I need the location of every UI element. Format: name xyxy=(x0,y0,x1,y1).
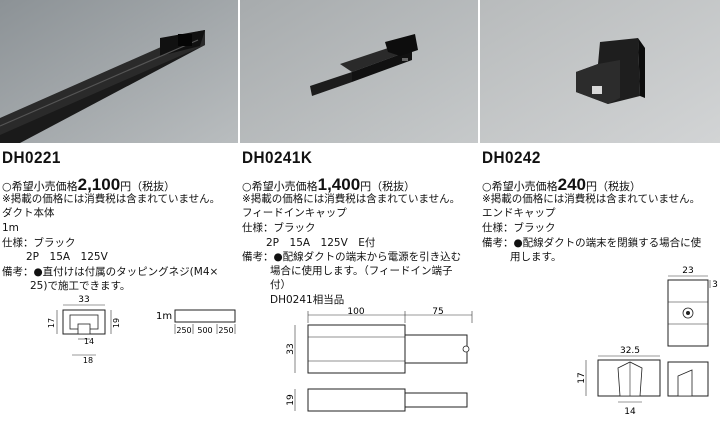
spec-color: 仕様：ブラック xyxy=(482,222,556,234)
product-name: エンドキャップ xyxy=(482,207,556,219)
note-line-1: 備考：●配線ダクトの端末を閉鎖する場合に使 xyxy=(482,237,702,249)
product-name: フィードインキャップ xyxy=(242,207,347,219)
product-length: 1m xyxy=(2,222,19,234)
product-photo-feedin-cap xyxy=(240,0,478,143)
length-label: 1m xyxy=(156,311,172,322)
model-number: DH0241K xyxy=(242,148,313,167)
price-value: 1,400 xyxy=(317,175,361,194)
spec-color: 仕様：ブラック xyxy=(242,222,316,234)
dim-seg-1: 250 xyxy=(176,326,191,335)
dim-height: 17 xyxy=(577,372,587,383)
equivalent-model: DH0241相当品 xyxy=(270,294,345,306)
dim-length-b: 75 xyxy=(432,307,443,317)
product-dh0242: DH0242 ○希望小売価格240円（税抜） ※掲載の価格には消費税は含まれてい… xyxy=(480,0,720,424)
price-line: ○希望小売価格240円（税抜） xyxy=(482,175,641,194)
price-value: 240 xyxy=(557,175,586,194)
note-line-2: 25)で施工できます。 xyxy=(30,280,131,292)
spec-rating: 2P 15A 125V E付 xyxy=(266,237,376,249)
dim-height: 33 xyxy=(286,343,296,354)
model-number: DH0221 xyxy=(2,148,61,167)
spec-color: 仕様：ブラック xyxy=(2,237,76,249)
product-dh0221: DH0221 ○希望小売価格2,100円（税抜） ※掲載の価格には消費税は含まれ… xyxy=(0,0,240,424)
dim-height-2: 19 xyxy=(286,394,296,406)
dimension-drawing-feedin-cap: 100 75 33 19 xyxy=(286,307,473,412)
dim-side: 3 xyxy=(712,280,718,290)
dim-inner-1: 14 xyxy=(84,337,94,346)
dim-seg-2: 500 xyxy=(197,326,212,335)
dim-width: 33 xyxy=(78,295,89,305)
tax-note: ※掲載の価格には消費税は含まれていません。 xyxy=(2,193,221,205)
dim-inner-2: 18 xyxy=(83,356,93,365)
tax-note: ※掲載の価格には消費税は含まれていません。 xyxy=(482,193,701,205)
note-line-1: 備考：●直付けは付属のタッピングネジ(M4× xyxy=(2,266,219,278)
dim-height: 17 xyxy=(47,318,56,328)
dimension-drawing-end-cap: 23 3 32.5 17 14 xyxy=(577,266,718,417)
note-line-1: 備考：●配線ダクトの端末から電源を引き込む xyxy=(242,251,462,263)
note-line-2: 場合に使用します。（フィードイン端子 xyxy=(270,265,453,277)
dim-height-2: 19 xyxy=(112,318,121,328)
note-line-2: 用します。 xyxy=(510,251,562,263)
dim-width: 32.5 xyxy=(620,346,640,356)
price-line: ○希望小売価格2,100円（税抜） xyxy=(2,175,176,194)
product-photo-duct xyxy=(0,0,238,143)
dim-top: 23 xyxy=(682,266,693,276)
dim-length-a: 100 xyxy=(347,307,364,317)
dim-bottom: 14 xyxy=(624,407,636,417)
price-line: ○希望小売価格1,400円（税抜） xyxy=(242,175,416,194)
dim-seg-3: 250 xyxy=(218,326,233,335)
price-value: 2,100 xyxy=(77,175,121,194)
product-dh0241k: DH0241K ○希望小売価格1,400円（税抜） ※掲載の価格には消費税は含ま… xyxy=(240,0,480,424)
tax-note: ※掲載の価格には消費税は含まれていません。 xyxy=(242,193,461,205)
note-line-3: 付） xyxy=(270,279,291,291)
product-photo-end-cap xyxy=(480,0,720,143)
dimension-drawing-duct: 33 17 19 14 18 1m 250 500 250 xyxy=(47,295,236,365)
model-number: DH0242 xyxy=(482,148,541,167)
product-name: ダクト本体 xyxy=(2,207,55,219)
spec-rating: 2P 15A 125V xyxy=(26,251,108,263)
